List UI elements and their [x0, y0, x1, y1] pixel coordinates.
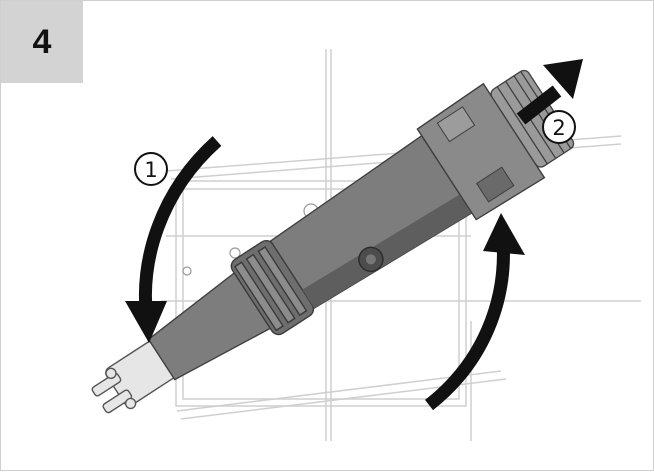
curved-arrow-counterclockwise-icon	[125, 136, 222, 343]
curved-arrow-clockwise-icon	[424, 213, 525, 411]
marker-2-label: 2	[552, 116, 565, 140]
straight-arrow-up-right-icon	[516, 59, 583, 125]
screw-icon	[229, 247, 241, 259]
step-number: 4	[32, 22, 52, 61]
release-button-icon	[358, 246, 384, 273]
screw-icon	[182, 266, 192, 276]
marker-1: 1	[134, 152, 168, 186]
marker-1-label: 1	[144, 158, 157, 182]
marker-2: 2	[542, 110, 576, 144]
step-number-badge: 4	[1, 1, 83, 83]
locking-ring	[230, 239, 315, 336]
